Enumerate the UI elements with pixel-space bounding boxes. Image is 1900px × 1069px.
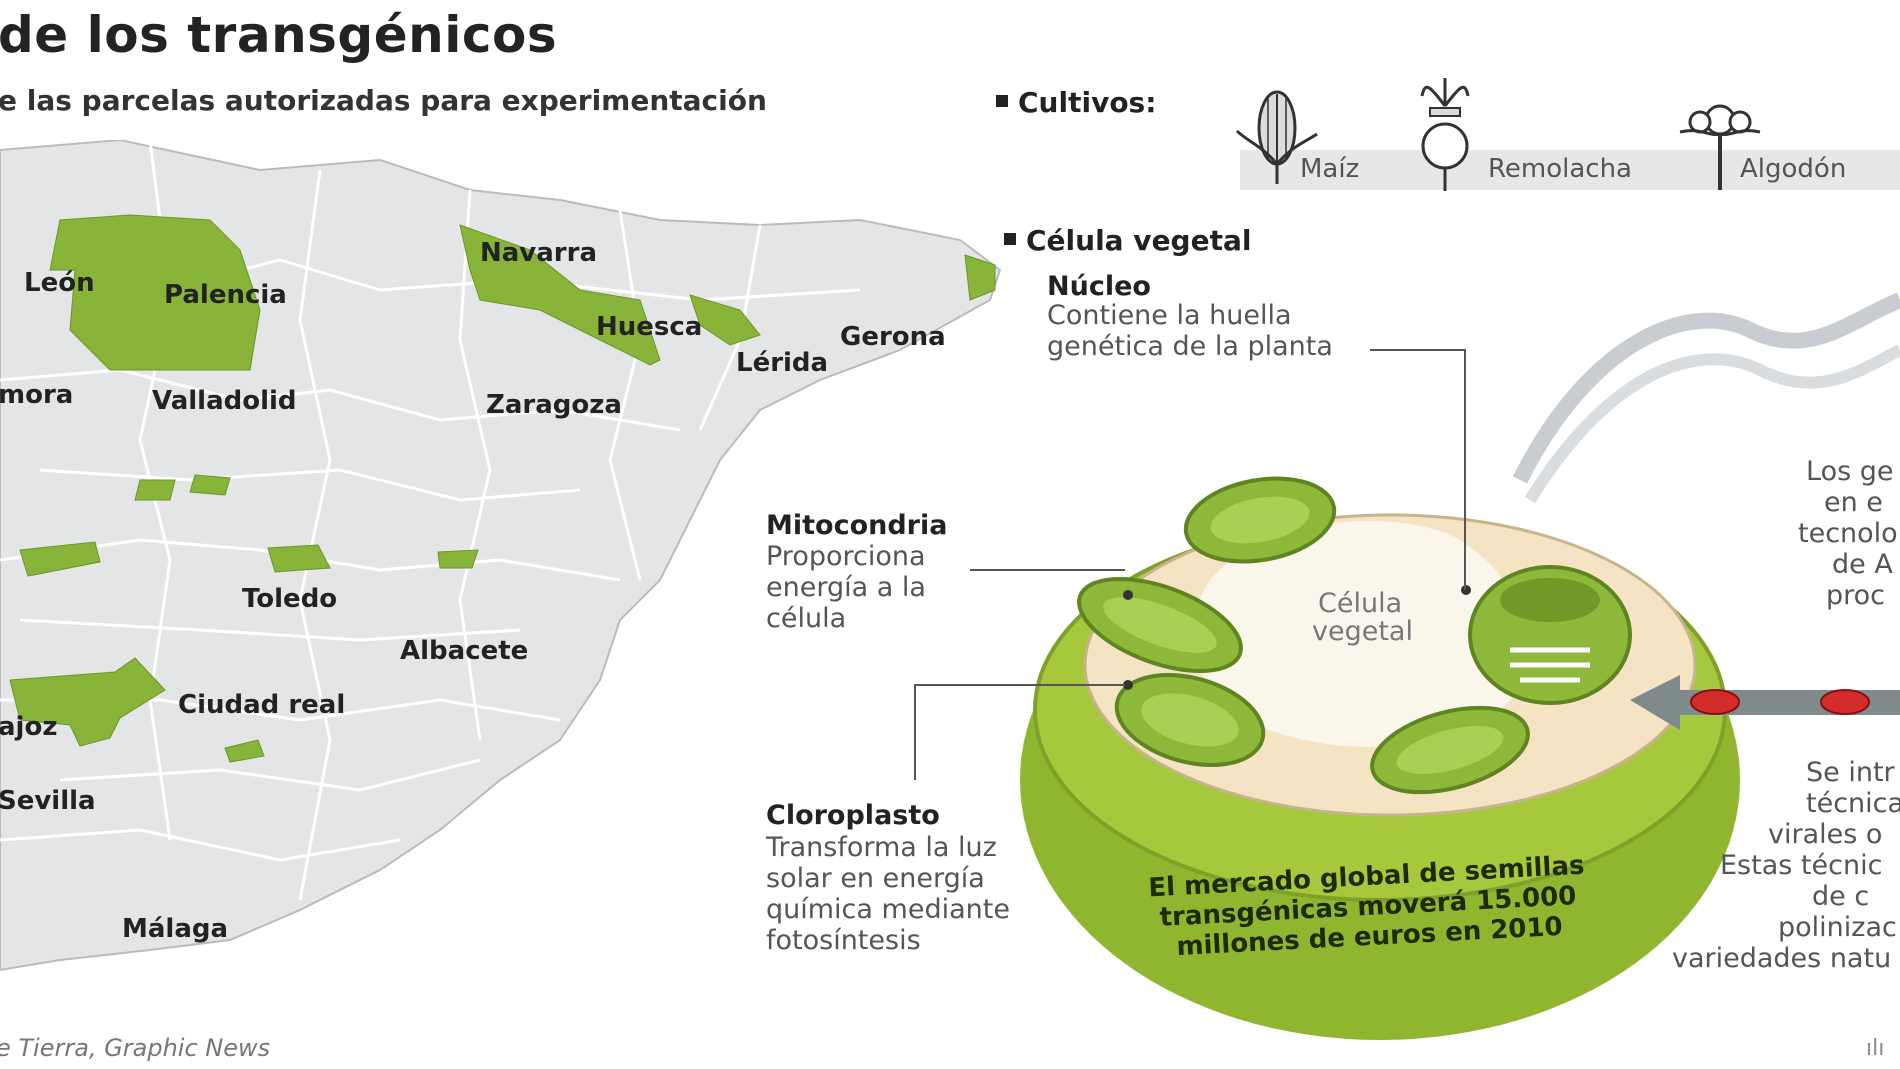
corner-fragment: ılı — [1866, 1036, 1885, 1061]
map-label-malaga: Málaga — [122, 914, 229, 944]
right-text-1-line5: proc — [1826, 580, 1886, 611]
map-label-ciudad-real: Ciudad real — [178, 690, 346, 720]
right-text-2-line2: técnica — [1806, 788, 1900, 819]
mitochondria-line1: Proporciona — [766, 541, 926, 572]
plot-gerona — [964, 254, 996, 301]
chloroplast-line4: fotosíntesis — [766, 925, 921, 956]
cell-vacuole — [1192, 520, 1529, 747]
right-text-1-line3: tecnolo — [1798, 518, 1898, 549]
right-text-2-line6: polinizac — [1778, 912, 1897, 943]
infographic-subtitle: e las parcelas autorizadas para experime… — [0, 84, 767, 117]
chloroplast-line1: Transforma la luz — [766, 832, 997, 863]
right-text-1-line1: Los ge — [1806, 456, 1894, 487]
plot-albacete — [437, 549, 479, 569]
map-label-palencia: Palencia — [164, 280, 287, 310]
chloroplast-line3: química mediante — [766, 894, 1010, 925]
infographic-title: de los transgénicos — [0, 6, 558, 64]
plot-navarra-zaragoza — [459, 224, 661, 366]
nucleus-line1: Contiene la huella — [1047, 300, 1292, 331]
plot-toledo-2 — [189, 474, 231, 496]
plot-ciudad-real — [267, 544, 331, 573]
map-label-toledo: Toledo — [242, 584, 338, 614]
plot-badajoz — [19, 541, 101, 577]
plot-sevilla — [9, 657, 166, 747]
map-label-valladolid: Valladolid — [152, 386, 297, 416]
right-text-2-line3: virales o — [1768, 819, 1883, 850]
leader-lines — [914, 349, 1466, 780]
map-label-lerida: Lérida — [736, 348, 829, 378]
beet-icon — [1420, 78, 1470, 191]
map-label-gerona: Gerona — [840, 322, 946, 352]
crop-label-algodon: Algodón — [1740, 154, 1847, 184]
authorized-plots — [9, 214, 996, 763]
nucleus-line2: genética de la planta — [1047, 331, 1333, 362]
plant-cell-diagram — [1020, 292, 1900, 1040]
gene-insertion-arrow — [1630, 675, 1900, 730]
mitochondria-line2: energía a la — [766, 572, 926, 603]
chloroplast-title: Cloroplasto — [766, 800, 940, 831]
crops-bar — [1240, 150, 1900, 190]
mitochondria-title: Mitocondria — [766, 510, 948, 541]
plot-lerida — [689, 294, 761, 346]
plot-leon-palencia — [49, 214, 261, 371]
cotton-icon — [1679, 104, 1761, 190]
crop-label-remolacha: Remolacha — [1488, 154, 1632, 184]
map-label-albacete: Albacete — [400, 636, 529, 666]
right-text-1-line4: de A — [1832, 549, 1893, 580]
cell-center-label-2: vegetal — [1312, 616, 1413, 647]
map-label-zaragoza: Zaragoza — [486, 390, 622, 420]
corn-icon — [1235, 90, 1318, 184]
mitochondria-line3: célula — [766, 603, 847, 634]
source-credit: e Tierra, Graphic News — [0, 1034, 271, 1062]
cell-heading: Célula vegetal — [1004, 224, 1251, 257]
right-text-1-line2: en e — [1824, 487, 1883, 518]
crops-heading: Cultivos: — [996, 86, 1156, 119]
map-label-navarra: Navarra — [480, 238, 597, 268]
map-label-huesca: Huesca — [596, 312, 703, 342]
plot-toledo-1 — [134, 479, 176, 501]
map-label-zamora: mora — [0, 380, 74, 410]
right-text-2-line1: Se intr — [1806, 757, 1895, 788]
right-text-2-line7: variedades natu — [1672, 943, 1892, 974]
map-label-badajoz: ajoz — [0, 712, 58, 742]
chloroplast-line2: solar en energía — [766, 863, 985, 894]
nucleus-title: Núcleo — [1047, 271, 1151, 302]
crop-label-maiz: Maíz — [1300, 154, 1360, 184]
plot-malaga — [224, 739, 265, 763]
map-label-leon: León — [24, 268, 95, 298]
map-label-sevilla: Sevilla — [0, 786, 96, 816]
spain-map — [0, 140, 1002, 972]
dna-strand — [1512, 292, 1900, 484]
right-text-2-line5: de c — [1812, 881, 1870, 912]
right-text-2-line4: Estas técnic — [1720, 850, 1883, 881]
cell-center-label-1: Célula — [1318, 588, 1403, 619]
